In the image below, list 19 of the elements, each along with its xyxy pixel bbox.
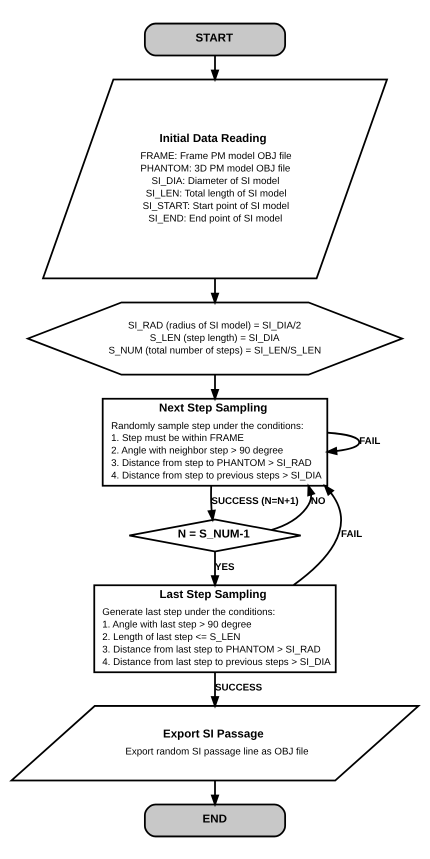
arrow <box>210 278 220 305</box>
arrow <box>293 483 342 586</box>
edge-label: FAIL <box>341 528 362 540</box>
node-box: Next Step Sampling Randomly sample step under the conditions: 1. Step must be within FRAME 2. Angle with neighbor step > 90 degree 3. Distance from step to PHANTOM > SI_RAD 4. Distance from step to previous steps > SI_DIA <box>102 397 328 486</box>
edge-label: NO <box>310 496 326 507</box>
arrow <box>207 486 216 522</box>
edge-label: FAIL <box>359 435 380 446</box>
node-box: Last Step Sampling Generate last step under the conditions: 1. Angle with last step > 90 degree 2. Length of last step <= S_LEN 3. Distance from last step to PHANTOM > SI_RAD 4. Distance from last step to previous steps > SI_DIA <box>93 584 337 673</box>
node-box: END <box>144 803 286 837</box>
node-diamond: N = S_NUM-1 <box>128 518 302 552</box>
arrow <box>210 55 220 82</box>
arrow <box>210 672 220 708</box>
arrow <box>271 482 316 530</box>
arrow <box>210 550 220 588</box>
arrow <box>210 780 220 807</box>
arrow <box>324 431 360 455</box>
arrow <box>210 374 220 401</box>
edge-label: SUCCESS (N=N+1) <box>211 496 299 507</box>
node-box: START <box>144 22 286 56</box>
